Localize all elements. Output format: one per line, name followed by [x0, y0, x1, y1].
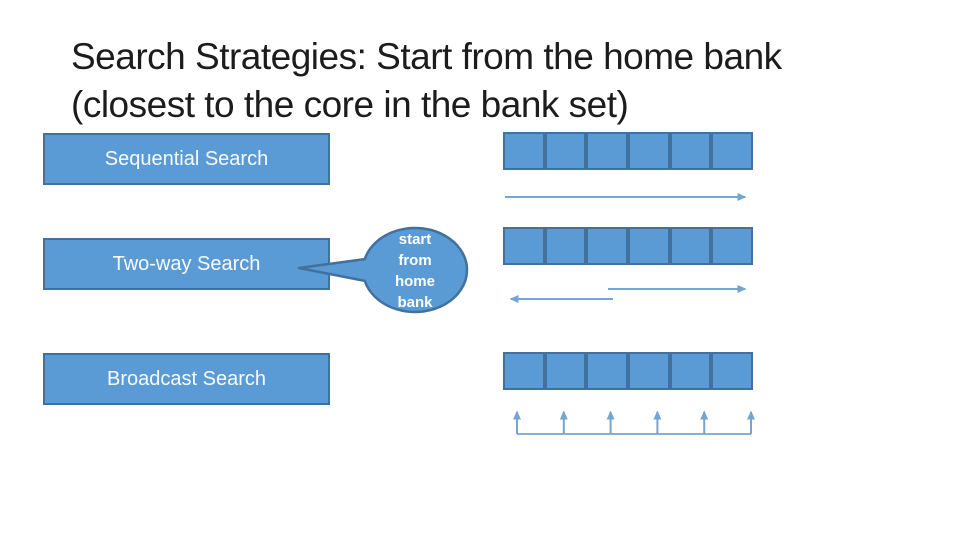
bank-cell	[669, 352, 712, 390]
bank-cell	[711, 352, 754, 390]
bank-array-two-way	[503, 227, 754, 265]
bank-array-broadcast	[503, 352, 754, 390]
bank-cell	[544, 227, 587, 265]
bank-cell	[628, 352, 670, 390]
bank-cell	[544, 132, 587, 170]
strategy-box-sequential: Sequential Search	[43, 133, 330, 185]
strategy-label-two-way: Two-way Search	[112, 252, 261, 275]
bank-cell	[586, 227, 629, 265]
callout-line: start	[398, 230, 432, 248]
strategy-label-sequential: Sequential Search	[104, 147, 269, 170]
slide-title: Search Strategies: Start from the home b…	[71, 33, 901, 129]
bank-cell	[628, 227, 670, 265]
slide-title-line1: Search Strategies: Start from the home b…	[71, 36, 782, 77]
callout-start-from-home-bank: start from home bank	[363, 228, 467, 313]
bank-cell	[669, 132, 712, 170]
slide-title-line2: (closest to the core in the bank set)	[71, 84, 629, 125]
bank-cell	[669, 227, 712, 265]
bank-cell	[503, 227, 545, 265]
strategy-box-broadcast: Broadcast Search	[43, 353, 330, 405]
strategy-label-broadcast: Broadcast Search	[107, 367, 266, 390]
callout-line: from	[398, 251, 432, 269]
bank-cell	[711, 132, 754, 170]
strategy-box-two-way: Two-way Search	[43, 238, 330, 290]
bank-cell	[586, 352, 629, 390]
bank-cell	[628, 132, 670, 170]
bank-cell	[503, 132, 545, 170]
callout-line: home	[394, 272, 435, 290]
bank-cell	[711, 227, 754, 265]
callout-line: bank	[397, 293, 433, 311]
bank-cell	[544, 352, 587, 390]
bank-cell	[503, 352, 545, 390]
bank-array-sequential	[503, 132, 754, 170]
bank-cell	[586, 132, 629, 170]
